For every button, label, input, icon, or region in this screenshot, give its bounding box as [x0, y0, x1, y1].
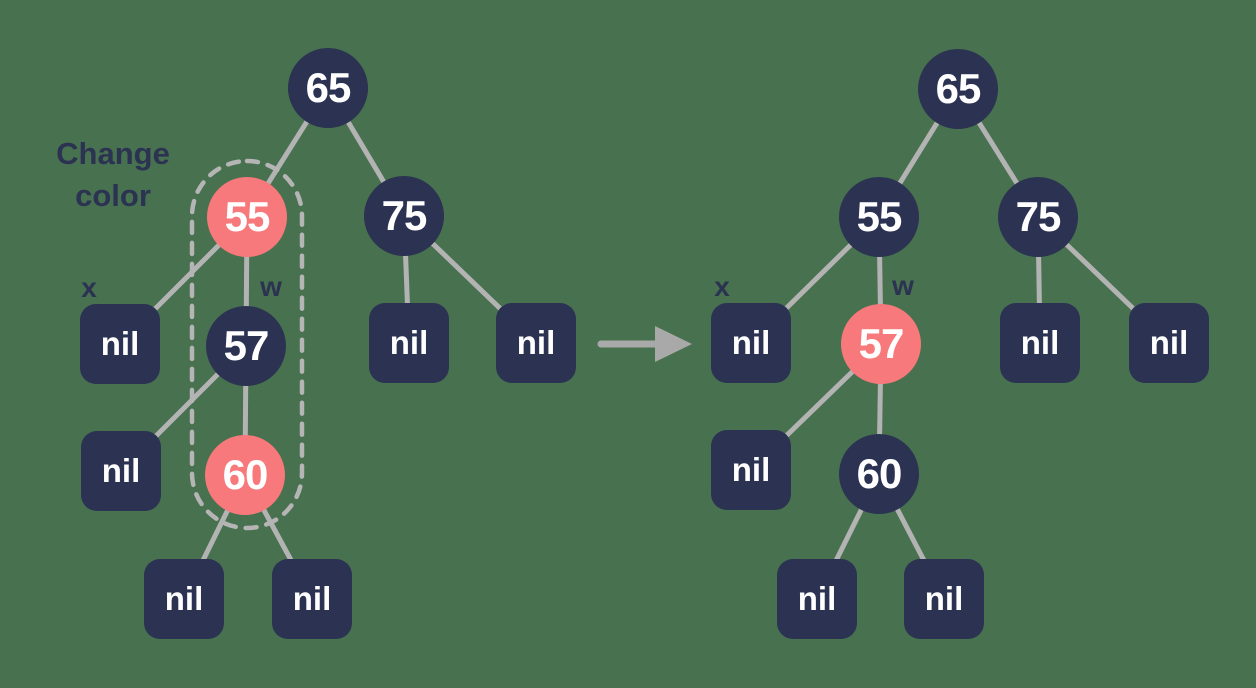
- before-label-w: w: [260, 271, 282, 302]
- before-nil-75-right: nil: [496, 303, 576, 383]
- after-node-57: 57: [841, 304, 921, 384]
- after-node-75: 75: [998, 177, 1078, 257]
- after-label-w: w: [892, 270, 914, 301]
- before-node-75: 75: [364, 176, 444, 256]
- right-arrow-icon: [597, 326, 692, 362]
- after-nil-60-right: nil: [904, 559, 984, 639]
- before-node-55: 55: [207, 177, 287, 257]
- after-label-x: x: [714, 271, 730, 302]
- after-node-60: 60: [839, 434, 919, 514]
- before-tree-edges: [118, 86, 538, 601]
- before-nil-60-right: nil: [272, 559, 352, 639]
- before-node-60: 60: [205, 435, 285, 515]
- after-nil-75-left: nil: [1000, 303, 1080, 383]
- after-nil-75-right: nil: [1129, 303, 1209, 383]
- before-nil-60-left: nil: [144, 559, 224, 639]
- before-node-57: 57: [206, 306, 286, 386]
- before-nil-75-left: nil: [369, 303, 449, 383]
- before-node-65: 65: [288, 48, 368, 128]
- after-node-65: 65: [918, 49, 998, 129]
- after-nil-60-left: nil: [777, 559, 857, 639]
- before-label-x: x: [81, 272, 97, 303]
- highlight-outline: [189, 158, 305, 531]
- after-tree-edges: [749, 87, 1171, 601]
- after-node-55: 55: [839, 177, 919, 257]
- after-nil-57-left: nil: [711, 430, 791, 510]
- annotation-line1: Change: [56, 136, 170, 171]
- after-nil-x: nil: [711, 303, 791, 383]
- before-nil-57-left: nil: [81, 431, 161, 511]
- annotation-line2: color: [75, 178, 151, 213]
- annotation-change-color: Change color: [56, 133, 170, 217]
- before-nil-x: nil: [80, 304, 160, 384]
